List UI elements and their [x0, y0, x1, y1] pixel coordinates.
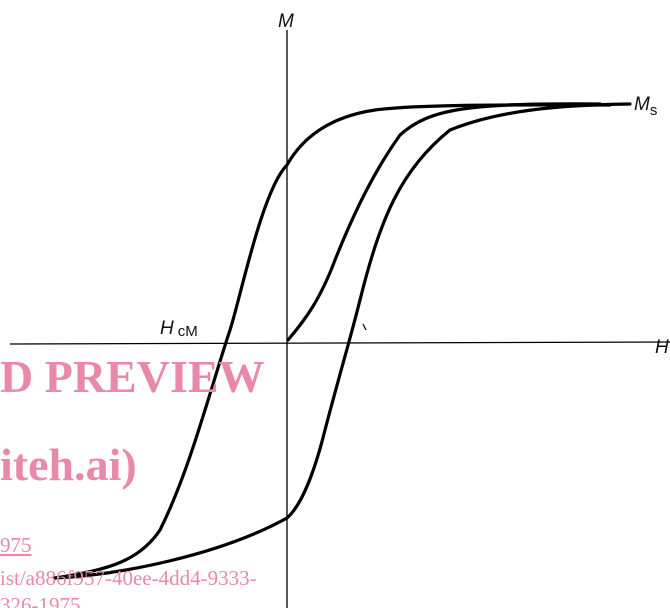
watermark-line4: ist/a886f957-40ee-4dd4-9333-	[0, 566, 257, 590]
x-axis-label: H	[655, 337, 669, 358]
watermark-line3: 975	[0, 533, 32, 557]
h-axis	[9, 341, 670, 345]
ascending-branch	[53, 102, 632, 580]
watermark-line5: 326-1975	[0, 593, 81, 608]
virgin-curve	[286, 102, 602, 342]
saturation-label: Ms	[634, 94, 657, 119]
y-axis-label: M	[278, 11, 294, 32]
watermark-line1: D PREVIEW	[0, 351, 265, 402]
descending-branch	[53, 103, 612, 580]
tick-mark	[362, 323, 367, 331]
watermark-line2: iteh.ai)	[0, 439, 137, 490]
watermark: D PREVIEW iteh.ai) 975 ist/a886f957-40ee…	[0, 351, 265, 608]
